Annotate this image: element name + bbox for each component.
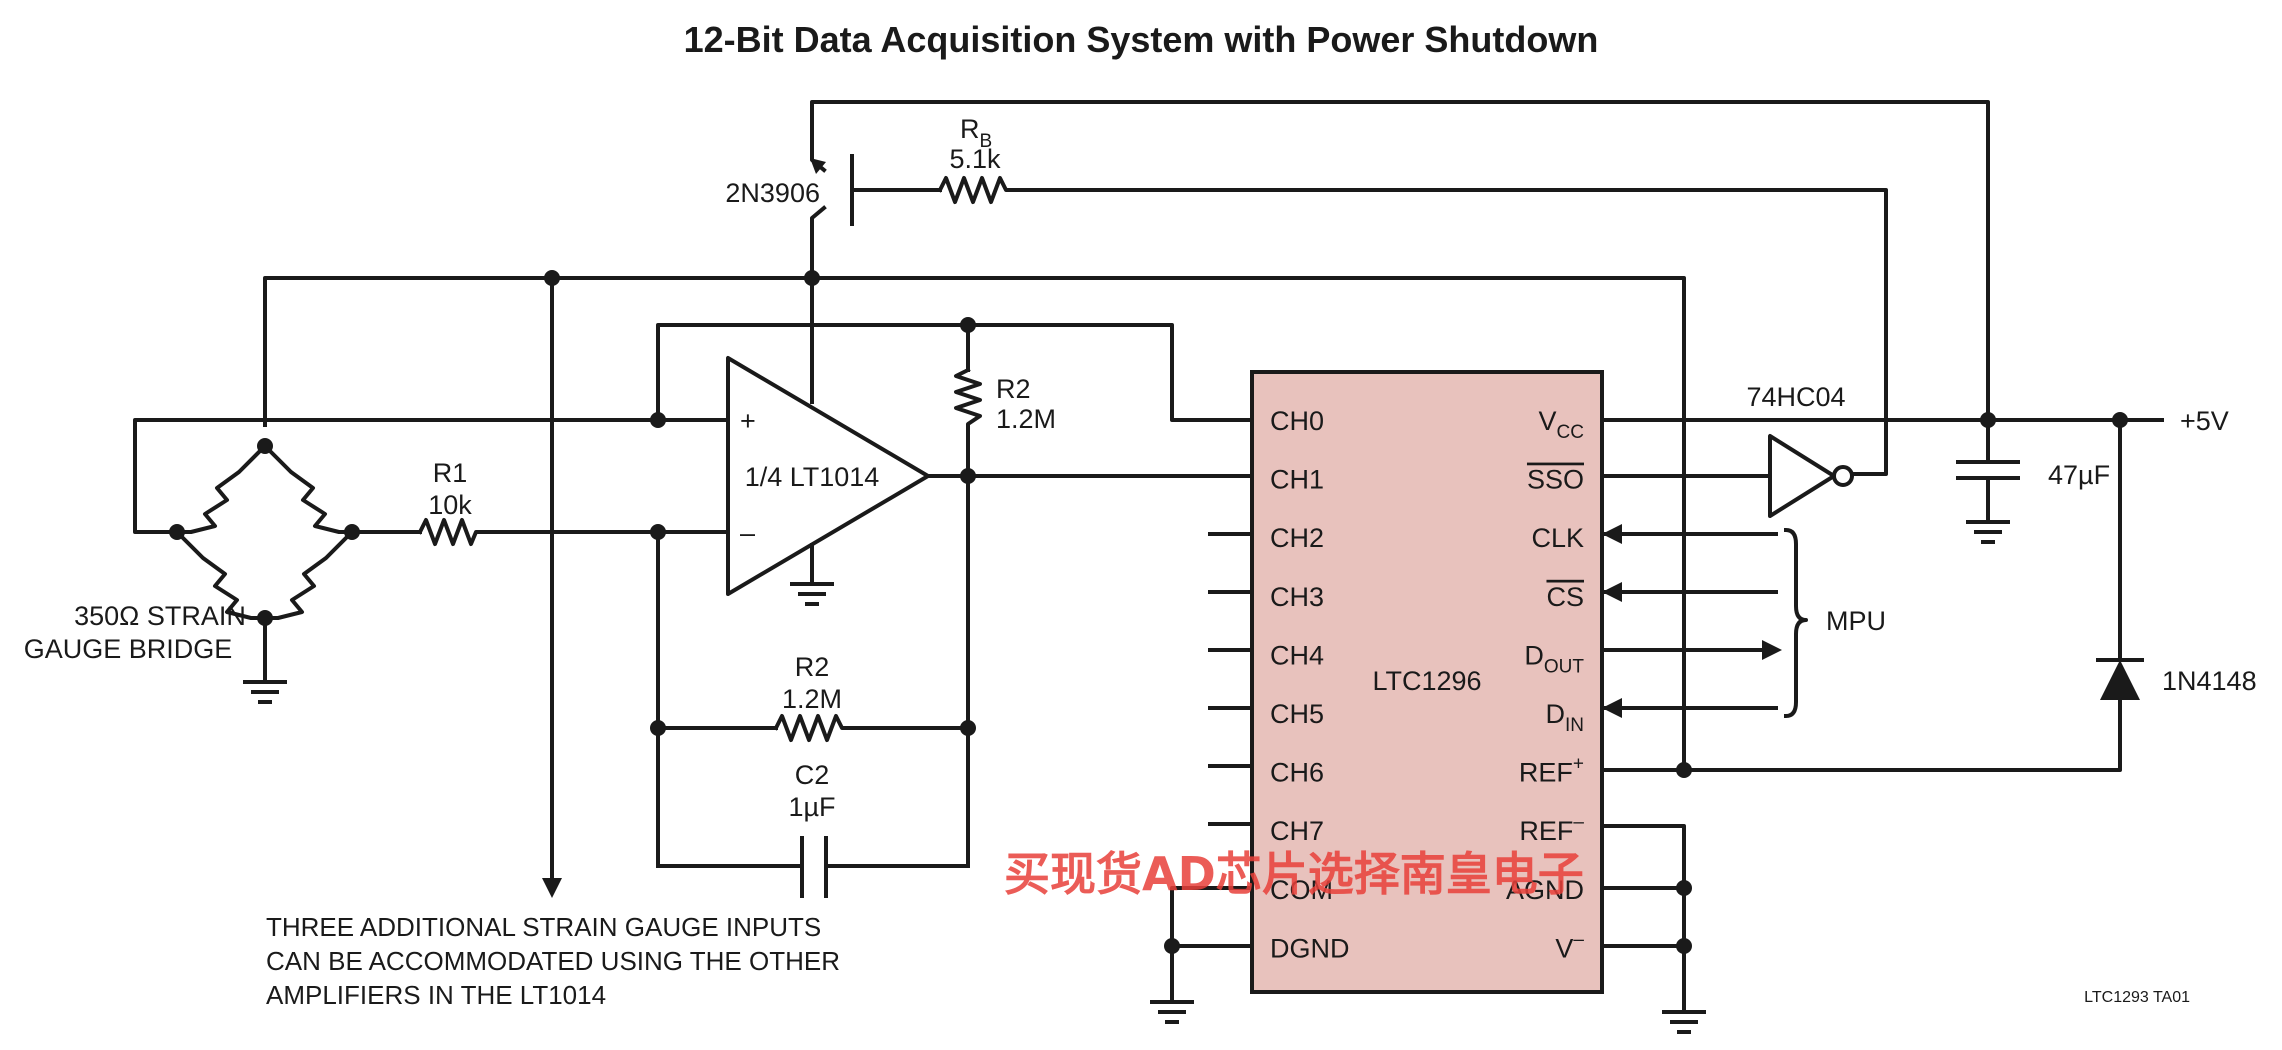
inverter-label: 74HC04	[1746, 382, 1845, 412]
arrow-dout	[1762, 640, 1782, 660]
adc-pin-sso: SSO	[1527, 465, 1584, 495]
adc-pin-ch3: CH3	[1270, 582, 1324, 612]
note-line-2: CAN BE ACCOMMODATED USING THE OTHER	[266, 946, 840, 976]
ground-analog-icon	[1662, 1010, 1706, 1034]
figure-id: LTC1293 TA01	[2084, 989, 2190, 1006]
adc-pin-ch6: CH6	[1270, 758, 1324, 788]
ground-supply-cap-icon	[1966, 520, 2010, 544]
junction-dots	[169, 270, 2128, 954]
opamp-lt1014	[726, 356, 930, 596]
adc-pin-ch4: CH4	[1270, 640, 1324, 670]
arrowheads	[542, 524, 1782, 898]
adc-chip-ltc1296	[1250, 370, 1604, 994]
arrow-cs	[1602, 582, 1622, 602]
arrow-clk	[1602, 524, 1622, 544]
bridge-label-line1: 350Ω STRAIN	[74, 601, 246, 631]
adc-pin-vcc: VCC	[1539, 406, 1584, 443]
resistor-r2-bottom	[773, 714, 848, 742]
wire-com-ground	[1170, 886, 1254, 1002]
opamp-plus: +	[740, 406, 756, 436]
adc-pin-ch7: CH7	[1270, 816, 1324, 846]
inverter-74hc04	[1768, 434, 1854, 518]
mpu-label: MPU	[1826, 606, 1886, 636]
wire-switched-rail	[263, 276, 1686, 772]
ground-symbols	[243, 520, 2010, 1034]
adc-pin-ref: REF+	[1519, 754, 1584, 788]
adc-pin-din: DIN	[1546, 699, 1585, 736]
adc-pin-dout: DOUT	[1524, 640, 1584, 677]
adc-pin-agnd: AGND	[1506, 875, 1584, 905]
r2-bottom-label: R2	[795, 652, 830, 682]
ground-digital-icon	[1150, 1000, 1194, 1024]
wire-diode-to-ref	[1600, 698, 2122, 772]
wires	[133, 100, 2164, 1012]
strain-gauge-bridge	[174, 443, 355, 620]
capacitor-c2	[800, 836, 828, 898]
adc-part-label: LTC1296	[1372, 666, 1481, 696]
adc-pin-clk: CLK	[1531, 523, 1584, 553]
r1-value: 10k	[428, 490, 472, 520]
adc-pin-ch0: CH0	[1270, 406, 1324, 436]
adc-pin-v: V–	[1555, 929, 1584, 963]
transistor-label: 2N3906	[725, 178, 820, 208]
opamp-label: 1/4 LT1014	[745, 462, 880, 492]
adc-pin-ch1: CH1	[1270, 465, 1324, 495]
wire-to-ch0	[656, 323, 1254, 422]
diode-1n4148	[2096, 658, 2144, 700]
r2-top-value: 1.2M	[996, 404, 1056, 434]
wire-rb-to-inverter	[1008, 188, 1888, 476]
adc-right-pins: VCC SSO CLK CS DOUT DIN REF+ REF– AGND V–	[1506, 406, 1584, 963]
adc-pin-ch2: CH2	[1270, 523, 1324, 553]
r2-top-label: R2	[996, 374, 1031, 404]
adc-pin-com: COM	[1270, 875, 1333, 905]
ground-opamp-icon	[790, 582, 834, 606]
arrow-din	[1602, 698, 1622, 718]
wire-collector	[810, 205, 827, 404]
note-line-1: THREE ADDITIONAL STRAIN GAUGE INPUTS	[266, 912, 821, 942]
supply-label: +5V	[2180, 406, 2229, 436]
resistor-r2-top	[954, 367, 982, 434]
c2-value: 1µF	[788, 792, 835, 822]
adc-pin-dgnd: DGND	[1270, 933, 1350, 963]
rb-label: RB	[960, 114, 992, 152]
adc-pin-ref: REF–	[1519, 812, 1584, 846]
transistor-2n3906	[810, 154, 854, 226]
arrow-additional-inputs	[542, 878, 562, 898]
capacitor-47uf	[1956, 460, 2020, 480]
resistor-r1	[417, 518, 482, 546]
r1-label: R1	[433, 458, 468, 488]
wire-bridge-to-plus	[133, 418, 730, 534]
bridge-label-line2: GAUGE BRIDGE	[24, 634, 233, 664]
ground-bridge-icon	[243, 680, 287, 704]
mpu-brace	[1783, 527, 1808, 719]
resistor-rb	[937, 176, 1012, 204]
c2-label: C2	[795, 760, 830, 790]
opamp-minus: –	[740, 518, 755, 548]
diagram-title: 12-Bit Data Acquisition System with Powe…	[684, 19, 1599, 60]
wire-analog-ground	[1600, 824, 1686, 1012]
rb-value: 5.1k	[949, 144, 1001, 174]
note-line-3: AMPLIFIERS IN THE LT1014	[266, 980, 606, 1010]
watermark-text: 买现货AD芯片选择南皇电子	[1004, 847, 1584, 901]
adc-pin-ch5: CH5	[1270, 699, 1324, 729]
r2-bottom-value: 1.2M	[782, 684, 842, 714]
diode-label: 1N4148	[2162, 666, 2257, 696]
adc-pin-cs: CS	[1546, 582, 1584, 612]
capacitor-47uf-label: 47µF	[2048, 460, 2110, 490]
